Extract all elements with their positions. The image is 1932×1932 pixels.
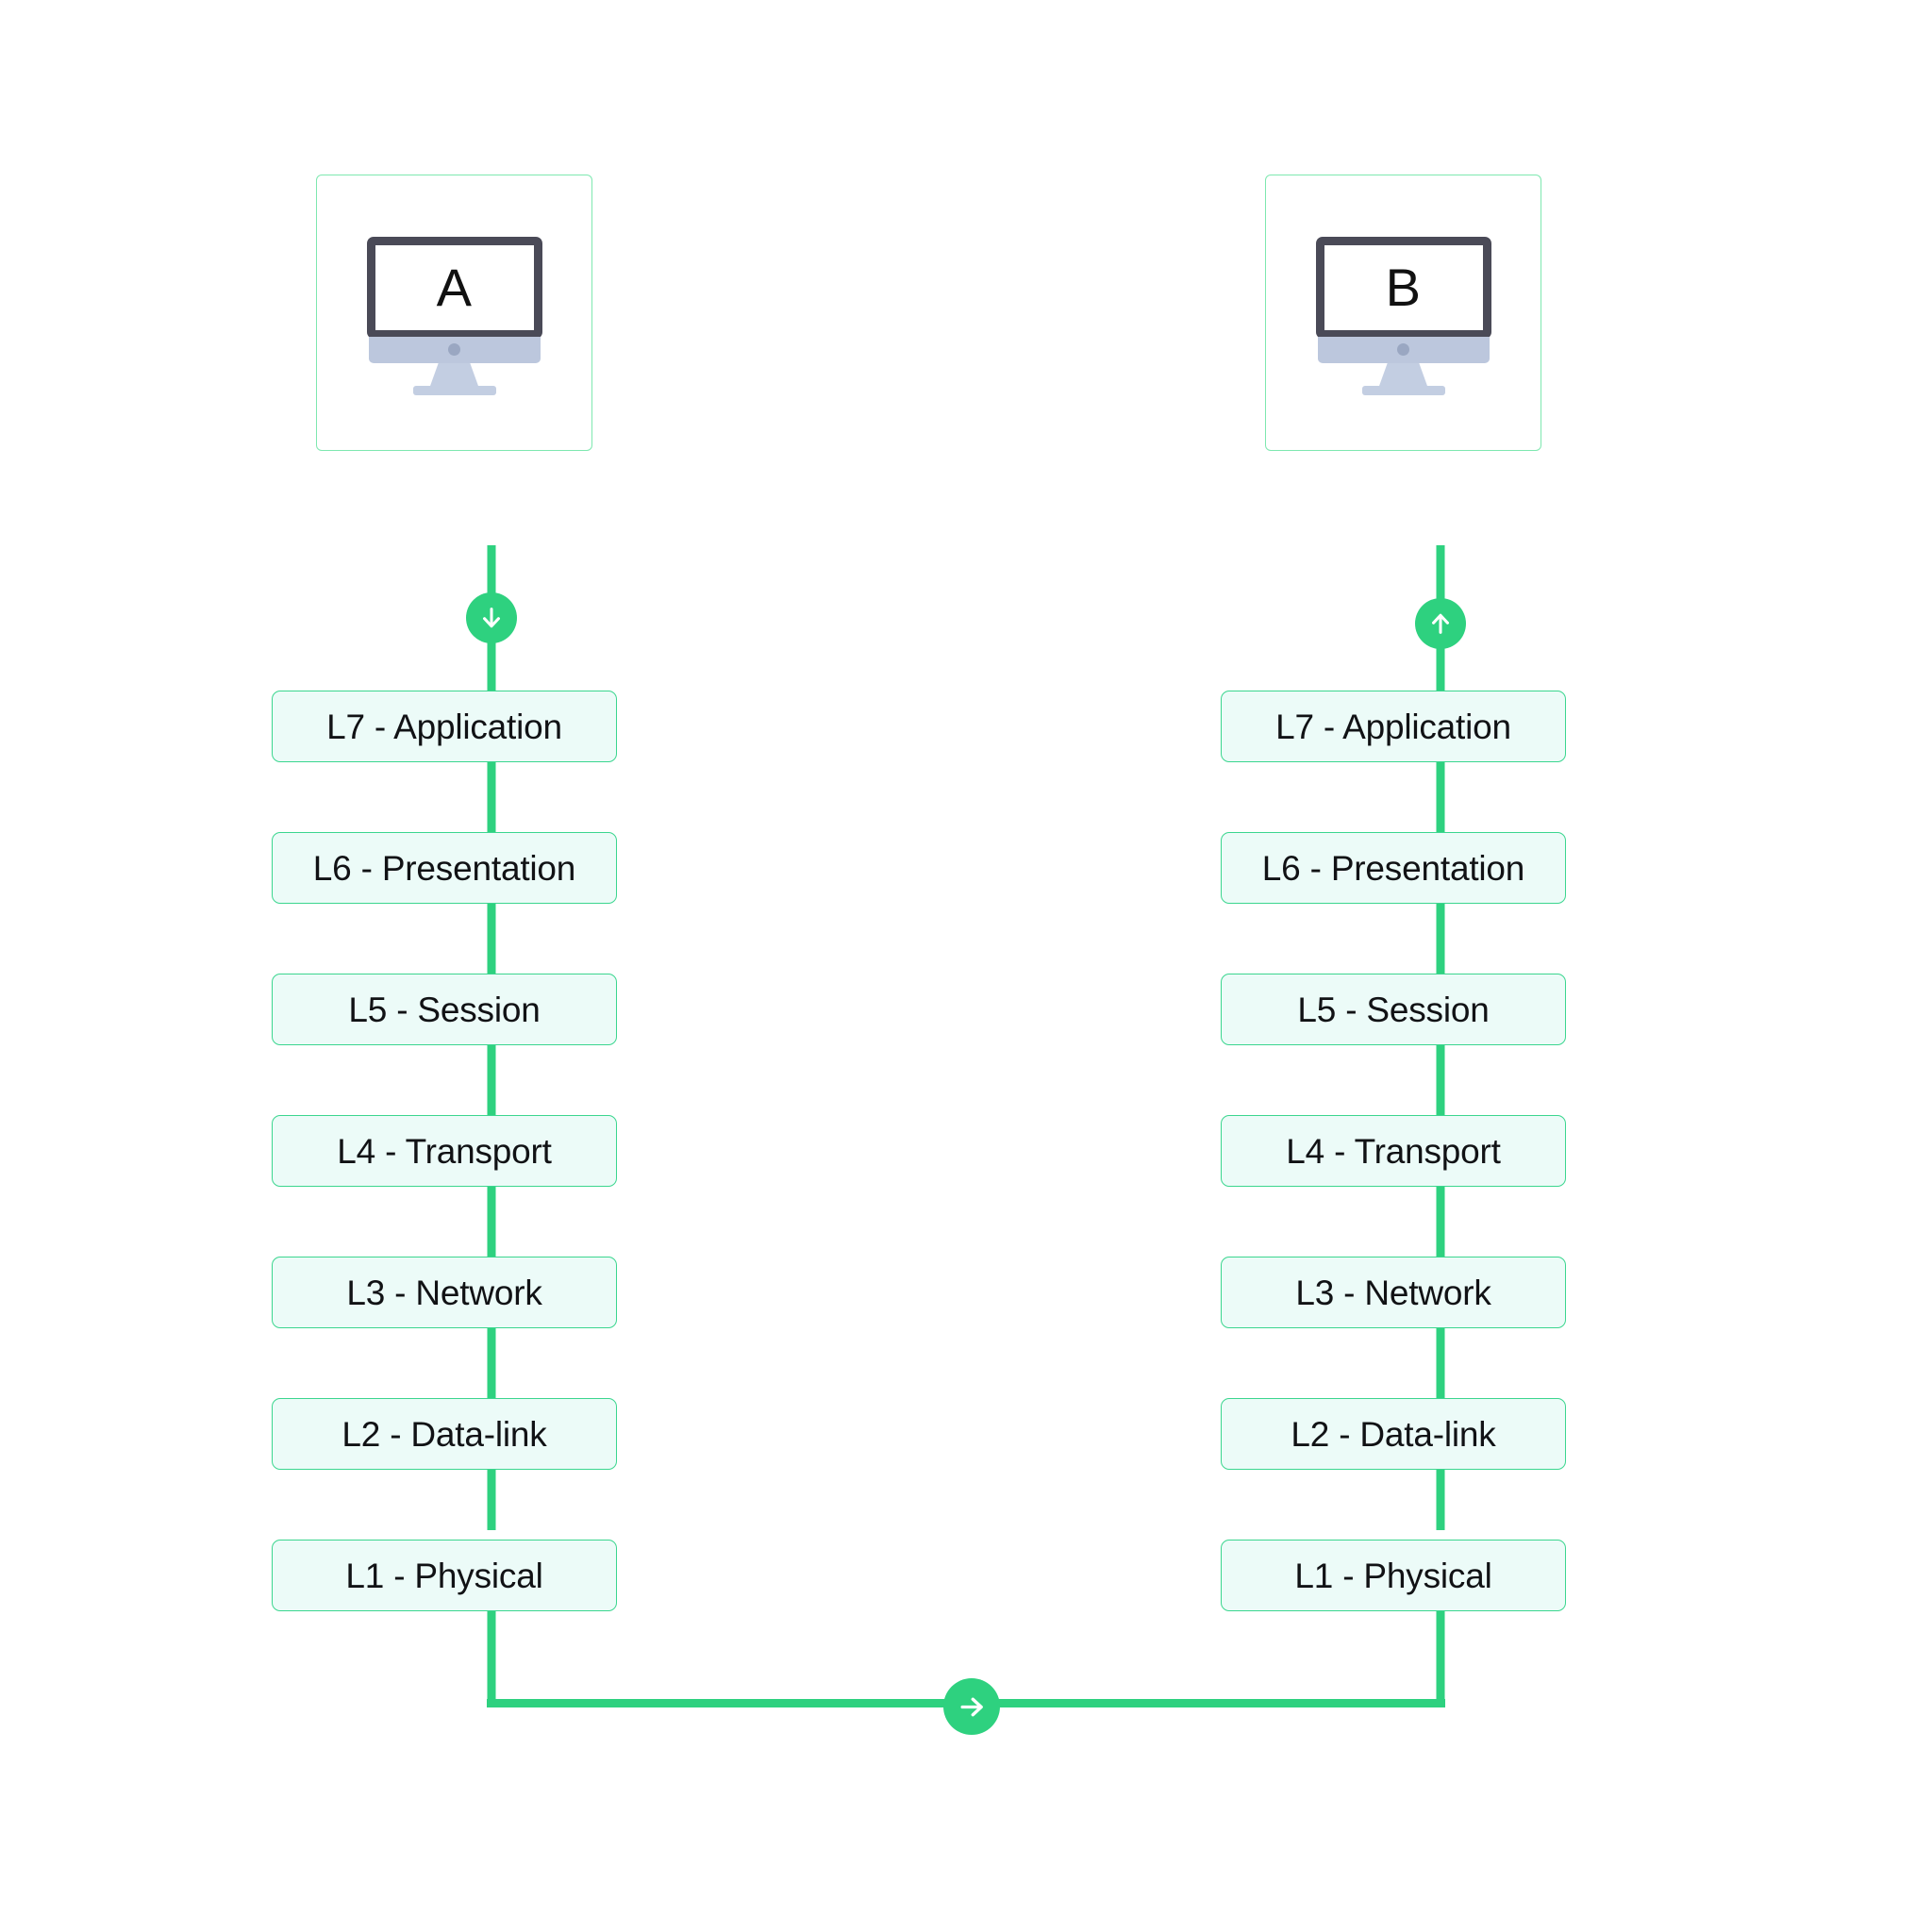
layer-label: L1 - Physical <box>1294 1556 1492 1595</box>
monitor-power-dot <box>1397 342 1409 356</box>
layer-label: L3 - Network <box>1295 1273 1491 1312</box>
layer-box-b-l3[interactable]: L3 - Network <box>1221 1257 1566 1328</box>
layer-label: L6 - Presentation <box>312 848 576 888</box>
layer-box-a-l1[interactable]: L1 - Physical <box>272 1540 617 1611</box>
arrow-up-icon <box>1415 598 1466 649</box>
layer-box-b-l7[interactable]: L7 - Application <box>1221 691 1566 762</box>
monitor-neck <box>429 362 479 388</box>
arrow-right-icon <box>943 1678 1000 1735</box>
layer-label: L1 - Physical <box>345 1556 543 1595</box>
layer-label: L5 - Session <box>1297 990 1490 1029</box>
host-panel-b[interactable]: B <box>1265 175 1541 451</box>
monitor-screen: A <box>366 236 542 339</box>
monitor-foot <box>1361 385 1445 395</box>
connector-line-b-l1-to-link <box>1436 1594 1445 1707</box>
layer-label: L3 - Network <box>346 1273 542 1312</box>
host-letter-a: A <box>436 257 473 317</box>
layer-label: L7 - Application <box>326 707 562 746</box>
layer-label: L4 - Transport <box>337 1131 552 1171</box>
layer-box-b-l1[interactable]: L1 - Physical <box>1221 1540 1566 1611</box>
host-letter-b: B <box>1385 257 1422 317</box>
monitor-foot <box>412 385 496 395</box>
layer-label: L6 - Presentation <box>1261 848 1525 888</box>
layer-box-a-l7[interactable]: L7 - Application <box>272 691 617 762</box>
layer-label: L4 - Transport <box>1286 1131 1501 1171</box>
layer-box-a-l6[interactable]: L6 - Presentation <box>272 832 617 904</box>
monitor-screen: B <box>1315 236 1491 339</box>
monitor-neck <box>1378 362 1428 388</box>
layer-box-a-l4[interactable]: L4 - Transport <box>272 1115 617 1187</box>
arrow-down-icon <box>466 592 517 643</box>
connector-line-a-l7-l6 <box>487 696 496 847</box>
layer-box-b-l4[interactable]: L4 - Transport <box>1221 1115 1566 1187</box>
layer-label: L5 - Session <box>348 990 541 1029</box>
layer-box-b-l5[interactable]: L5 - Session <box>1221 974 1566 1045</box>
connector-line-b-l7-l6 <box>1436 696 1445 847</box>
layer-box-a-l5[interactable]: L5 - Session <box>272 974 617 1045</box>
desktop-monitor-icon: B <box>1315 236 1491 395</box>
layer-label: L7 - Application <box>1275 707 1511 746</box>
layer-box-b-l2[interactable]: L2 - Data-link <box>1221 1398 1566 1470</box>
layer-label: L2 - Data-link <box>1291 1414 1496 1454</box>
monitor-power-dot <box>448 342 460 356</box>
layer-box-a-l2[interactable]: L2 - Data-link <box>272 1398 617 1470</box>
layer-box-a-l3[interactable]: L3 - Network <box>272 1257 617 1328</box>
desktop-monitor-icon: A <box>366 236 542 395</box>
layer-box-b-l6[interactable]: L6 - Presentation <box>1221 832 1566 904</box>
layer-label: L2 - Data-link <box>341 1414 547 1454</box>
host-panel-a[interactable]: A <box>316 175 592 451</box>
connector-line-a-l1-to-link <box>487 1594 496 1707</box>
